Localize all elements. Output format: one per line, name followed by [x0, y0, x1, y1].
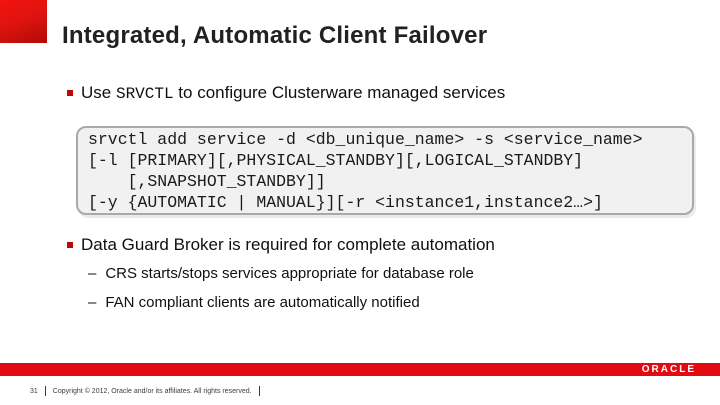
footer-separator	[44, 386, 46, 396]
copyright-text: Copyright © 2012, Oracle and/or its affi…	[52, 387, 252, 395]
oracle-logo: ORACLE	[641, 364, 696, 375]
srvctl-command-code: srvctl add service -d <db_unique_name> -…	[88, 130, 643, 212]
bullet-text-broker: Data Guard Broker is required for comple…	[81, 235, 495, 254]
bullet-item-broker: Data Guard Broker is required for comple…	[67, 235, 495, 255]
bullet-text-srvctl: Use SRVCTL to configure Clusterware mana…	[81, 83, 505, 104]
page-number: 31	[30, 387, 38, 395]
oracle-corner-square-decoration	[0, 0, 47, 43]
sub-bullet-text-fan: FAN compliant clients are automatically …	[105, 294, 420, 311]
bullet-square-icon	[67, 242, 73, 248]
footer-separator	[258, 386, 260, 396]
dash-marker: –	[88, 294, 97, 311]
slide-footer: 31 Copyright © 2012, Oracle and/or its a…	[30, 386, 267, 396]
bullet1-suffix: to configure Clusterware managed service…	[173, 83, 506, 102]
bullet-square-icon	[67, 90, 73, 96]
dash-marker: –	[88, 265, 97, 282]
bullet1-code-term: SRVCTL	[115, 85, 174, 103]
bullet1-prefix: Use	[81, 83, 116, 102]
sub-bullet-text-crs: CRS starts/stops services appropriate fo…	[105, 265, 474, 282]
code-block-panel: srvctl add service -d <db_unique_name> -…	[76, 126, 694, 215]
sub-bullet-fan: – FAN compliant clients are automaticall…	[88, 294, 420, 311]
bullet-item-srvctl: Use SRVCTL to configure Clusterware mana…	[67, 83, 505, 104]
bottom-red-bar: ORACLE	[0, 363, 720, 376]
slide-title: Integrated, Automatic Client Failover	[62, 22, 488, 49]
sub-bullet-crs: – CRS starts/stops services appropriate …	[88, 265, 474, 282]
